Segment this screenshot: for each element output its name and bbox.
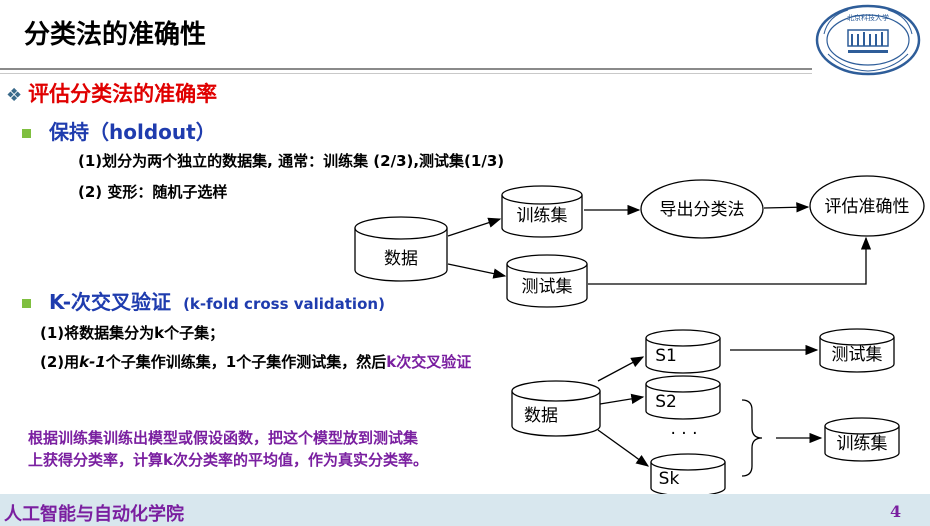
ellipse-evaluate-accuracy: 评估准确性 bbox=[809, 175, 925, 237]
cylinder-label-test: 测试集 bbox=[522, 277, 573, 297]
explanation-note: 根据训练集训练出模型或假设函数，把这个模型放到测试集上获得分类率，计算k次分类率… bbox=[28, 427, 428, 471]
kfold-line-2-c: 个子集作训练集，1个子集作测试集，然后 bbox=[105, 353, 387, 371]
arrow-test-to-evaluate bbox=[588, 236, 872, 285]
cylinder-label-test-kfold: 测试集 bbox=[832, 345, 883, 365]
holdout-line-2: (2) 变形：随机子选样 bbox=[78, 183, 228, 201]
section-heading-text: 评估分类法的准确率 bbox=[28, 82, 218, 106]
square-bullet-icon bbox=[22, 299, 31, 308]
holdout-line-1: (1)划分为两个独立的数据集, 通常：训练集 (2/3),测试集(1/3) bbox=[78, 152, 505, 170]
cylinder-label-data-kfold: 数据 bbox=[524, 406, 558, 426]
logo-text: 北京科技大学 bbox=[847, 13, 889, 22]
diamond-bullet-icon: ❖ bbox=[6, 85, 23, 106]
cylinder-label-train: 训练集 bbox=[517, 206, 568, 226]
arrow-data-to-s2 bbox=[599, 393, 645, 405]
cylinder-label-data: 数据 bbox=[384, 249, 418, 269]
square-bullet-icon bbox=[22, 129, 31, 138]
cylinder-train-holdout: 训练集 bbox=[501, 185, 583, 238]
arrow-data-to-test bbox=[447, 263, 507, 279]
page-title: 分类法的准确性 bbox=[24, 20, 207, 50]
ellipsis-label: · · · bbox=[670, 424, 697, 444]
kfold-line-2-k-minus-1: k-1 bbox=[79, 353, 106, 371]
cylinder-label-s2: S2 bbox=[655, 392, 677, 412]
arrow-data-to-s1 bbox=[597, 356, 645, 382]
kfold-heading: K-次交叉验证 (k-fold cross validation) bbox=[22, 286, 385, 315]
cylinder-test-kfold: 测试集 bbox=[819, 328, 895, 373]
cylinder-s2: S2 bbox=[645, 375, 721, 420]
cylinder-train-kfold: 训练集 bbox=[824, 417, 900, 462]
ellipse-label-evaluate: 评估准确性 bbox=[825, 197, 910, 217]
kfold-line-2-highlight: k次交叉验证 bbox=[386, 353, 472, 371]
kfold-line-2-a: (2)用 bbox=[40, 353, 80, 371]
footer-bar bbox=[0, 494, 930, 526]
arrow-data-to-train bbox=[447, 217, 502, 237]
cylinder-s1: S1 bbox=[645, 329, 721, 374]
holdout-heading-text: 保持（holdout） bbox=[49, 120, 216, 144]
section-heading-accuracy: ❖评估分类法的准确率 bbox=[6, 78, 217, 108]
cylinder-data-holdout: 数据 bbox=[354, 216, 448, 282]
kfold-heading-text: K-次交叉验证 bbox=[49, 290, 172, 314]
ellipse-derive-classifier: 导出分类法 bbox=[640, 179, 764, 239]
note-line-2: 上获得分类率，计算k次分类率的平均值，作为真实分类率。 bbox=[28, 451, 428, 469]
cylinder-data-kfold: 数据 bbox=[511, 380, 601, 437]
ellipse-label-derive: 导出分类法 bbox=[660, 200, 745, 220]
title-divider bbox=[0, 68, 812, 70]
cylinder-label-sk: Sk bbox=[659, 469, 680, 489]
footer-institution: 人工智能与自动化学院 bbox=[4, 504, 184, 525]
note-line-1: 根据训练集训练出模型或假设函数，把这个模型放到测试集 bbox=[28, 429, 419, 447]
holdout-heading: 保持（holdout） bbox=[22, 116, 216, 145]
title-divider-thin bbox=[0, 73, 812, 74]
kfold-line-2: (2)用k-1个子集作训练集，1个子集作测试集，然后k次交叉验证 bbox=[40, 351, 471, 372]
kfold-line-1: (1)将数据集分为k个子集； bbox=[40, 324, 225, 342]
page-number: 4 bbox=[890, 502, 902, 521]
university-logo: 北京科技大学 bbox=[815, 4, 921, 76]
arrow-data-to-sk bbox=[597, 429, 650, 467]
kfold-heading-english: (k-fold cross validation) bbox=[183, 295, 385, 313]
cylinder-label-s1: S1 bbox=[655, 346, 677, 366]
cylinder-label-train-kfold: 训练集 bbox=[837, 434, 888, 454]
cylinder-test-holdout: 测试集 bbox=[506, 254, 588, 308]
arrow-derive-to-evaluate bbox=[763, 202, 810, 213]
curly-brace-icon bbox=[741, 399, 763, 477]
cylinder-sk: Sk bbox=[650, 453, 726, 497]
